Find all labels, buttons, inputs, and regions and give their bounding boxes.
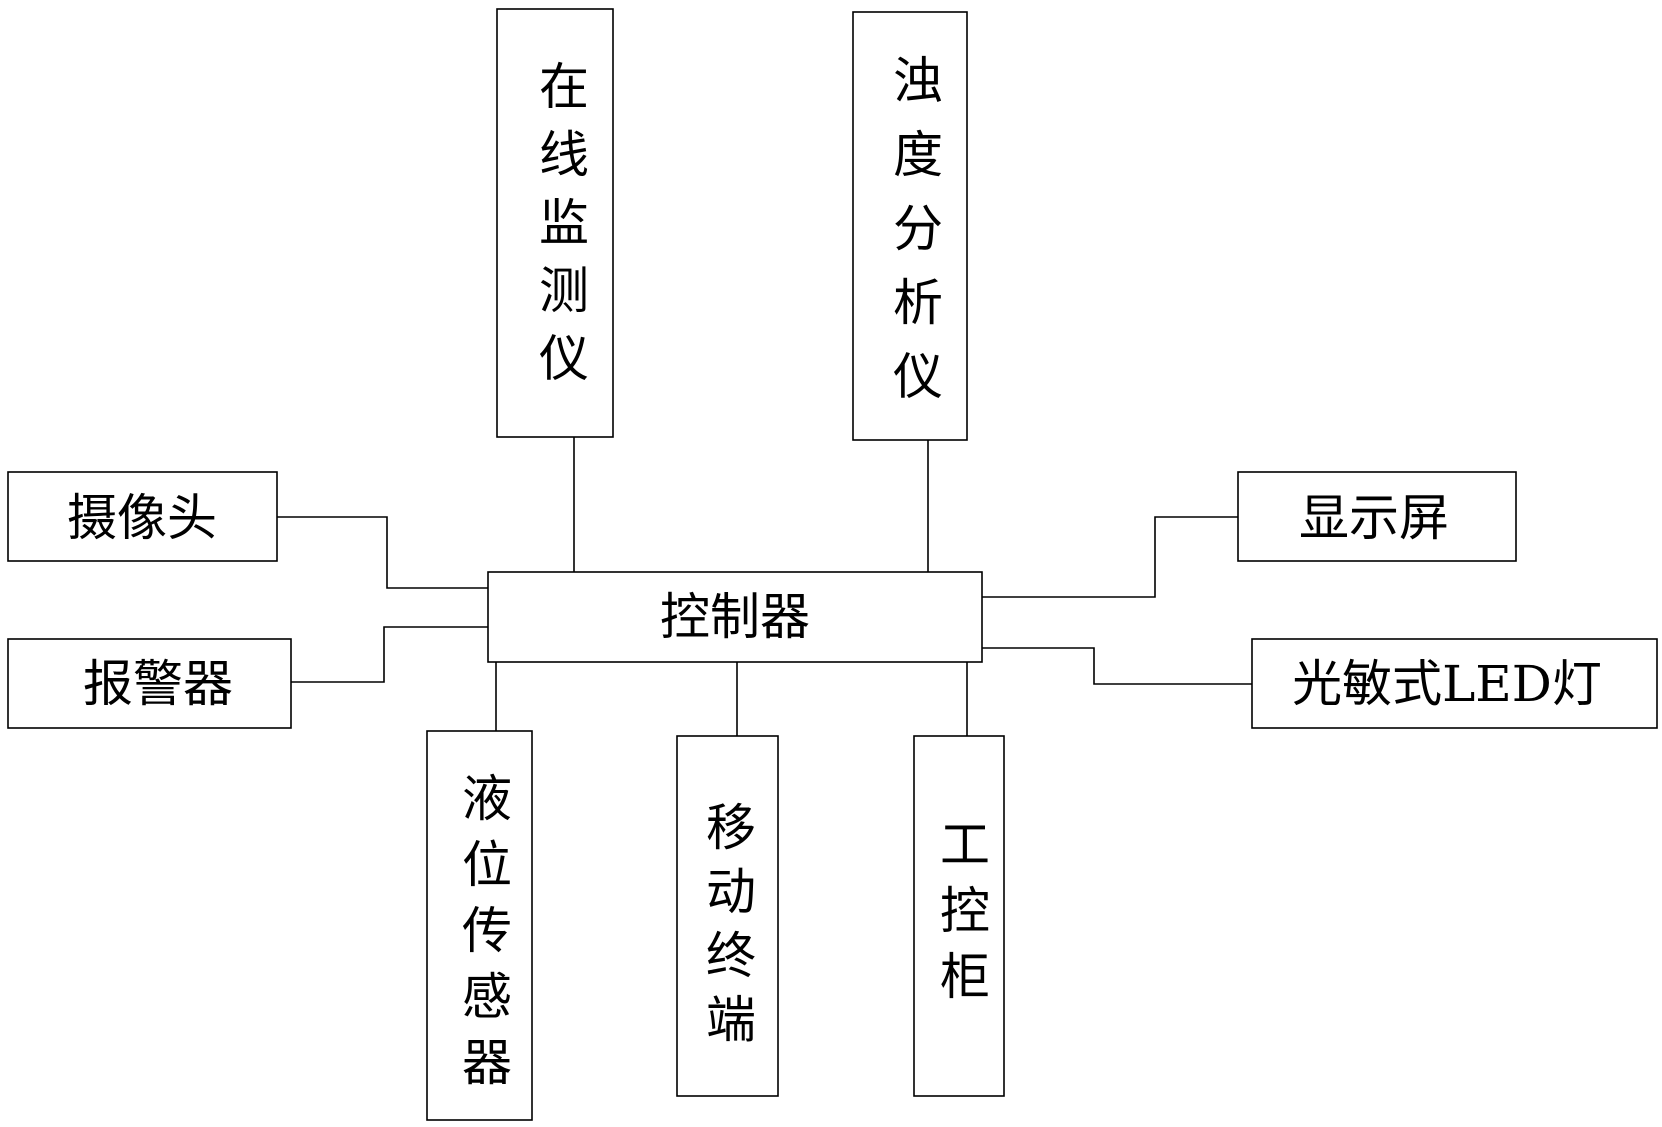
connector-alarm [291, 626, 488, 683]
node-alarm: 报警器 [7, 638, 292, 729]
level-sensor-label: 液位传感器 [454, 772, 512, 1102]
alarm-label: 报警器 [83, 655, 233, 713]
connector-display [982, 516, 1238, 598]
node-online-monitor: 在线监测仪 [496, 8, 614, 438]
connector-camera [277, 516, 488, 589]
turbidity-analyzer-label: 浊度分析仪 [885, 54, 943, 424]
node-led-light: 光敏式LED灯 [1251, 638, 1658, 729]
connectors [277, 437, 1252, 736]
node-turbidity-analyzer: 浊度分析仪 [852, 11, 968, 441]
controller-label: 控制器 [660, 588, 810, 646]
led-light-label: 光敏式LED灯 [1292, 655, 1602, 713]
display-label: 显示屏 [1299, 489, 1449, 547]
online-monitor-label: 在线监测仪 [531, 60, 589, 400]
mobile-terminal-label: 移动终端 [698, 801, 756, 1057]
connector-led-light [982, 647, 1252, 685]
camera-label: 摄像头 [67, 489, 217, 547]
node-mobile-terminal: 移动终端 [676, 735, 779, 1097]
node-controller: 控制器 [487, 571, 983, 663]
node-display: 显示屏 [1237, 471, 1517, 562]
control-cabinet-label: 工控柜 [932, 818, 990, 1016]
node-level-sensor: 液位传感器 [426, 730, 533, 1121]
node-camera: 摄像头 [7, 471, 278, 562]
node-control-cabinet: 工控柜 [913, 735, 1005, 1097]
